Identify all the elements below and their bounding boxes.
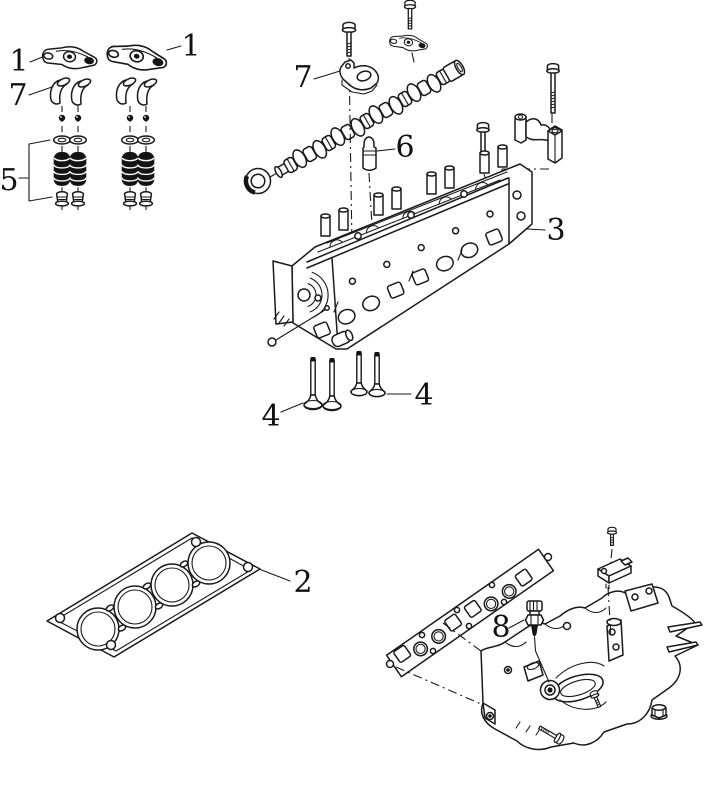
valve-lifter	[362, 136, 377, 171]
valve-4	[368, 351, 386, 398]
valve-1	[303, 356, 323, 411]
intake-manifold	[480, 583, 703, 751]
head-gasket	[46, 532, 261, 658]
temperature-sensor	[524, 600, 545, 637]
map-sensor-centerline	[607, 548, 613, 639]
valve-2	[322, 357, 342, 412]
camshaft	[274, 59, 466, 179]
callout-1b: 1	[181, 29, 200, 64]
callout-3: 3	[546, 213, 565, 248]
temp-sensor-leader	[533, 636, 550, 683]
callout-2: 2	[293, 565, 312, 600]
callout-5: 5	[0, 163, 19, 198]
map-sensor	[597, 557, 633, 590]
manifold-gasket	[385, 548, 555, 678]
callout-8: 8	[491, 610, 510, 645]
valve-3	[350, 350, 368, 397]
rocker-arm-left	[40, 41, 100, 74]
callout-4a: 4	[261, 399, 280, 434]
follower-leader	[411, 52, 415, 63]
rocker-arm-right	[104, 37, 170, 77]
callout-4b: 4	[414, 378, 433, 413]
follower-bolt	[403, 0, 417, 30]
camshaft-seal	[243, 167, 272, 195]
thrust-plate-centerline	[348, 57, 353, 247]
map-sensor-bolt	[606, 526, 618, 547]
valves	[303, 350, 386, 412]
camshaft-thrust-plate	[339, 59, 380, 95]
callout-1a: 1	[9, 44, 28, 79]
bracket-bolt	[546, 62, 560, 114]
manifold-nut	[650, 703, 668, 720]
lift-bracket	[514, 113, 563, 164]
callout-leaders	[18, 45, 546, 629]
cylinder-head	[267, 144, 533, 350]
callout-6: 6	[395, 130, 414, 165]
valve-spring-cap-pair-1	[49, 75, 93, 106]
thrust-plate-bolt	[341, 21, 357, 57]
callout-7b: 7	[293, 60, 312, 95]
callout-7a: 7	[8, 78, 27, 113]
valve-spring-cap-pair-2	[115, 75, 159, 106]
callouts: 1 1 7 7 5 6 3 4 4 2 8	[0, 29, 566, 645]
valve-spring-kit	[52, 105, 156, 211]
cam-follower	[387, 30, 430, 55]
lifter-centerline	[368, 172, 375, 263]
